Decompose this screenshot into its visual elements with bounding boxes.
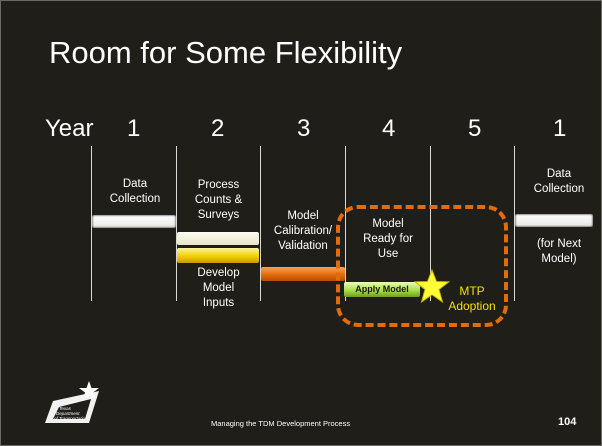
logo-text-1: Texas	[59, 406, 72, 411]
year-1-next: 1	[553, 115, 567, 142]
footer-text: Managing the TDM Development Process	[211, 419, 351, 428]
star-icon	[414, 269, 450, 303]
calibration-bar	[261, 267, 345, 281]
year-2: 2	[211, 115, 225, 142]
txdot-logo: Texas Department of Transportation	[45, 379, 115, 436]
apply-model-bar: Apply Model	[344, 282, 420, 297]
process-counts-label: Process Counts & Surveys	[194, 179, 243, 221]
year-divider	[260, 146, 261, 301]
model-ready-label: Model Ready for Use	[363, 218, 413, 260]
data-collection-label: Data Collection	[109, 178, 161, 205]
flexibility-window	[336, 205, 508, 327]
mtp-adoption-label: MTP Adoption	[448, 284, 496, 313]
year-divider	[91, 146, 92, 301]
year-label: Year	[45, 115, 94, 142]
logo-text-3: of Transportation	[54, 416, 88, 421]
year-4: 4	[382, 115, 396, 142]
process-counts-bar	[177, 232, 259, 245]
calibration-label: Model Calibration/ Validation	[273, 210, 333, 252]
logo-text-2: Department	[56, 411, 80, 416]
develop-inputs-bar	[177, 248, 259, 263]
next-model-label: (for Next Model)	[536, 238, 582, 265]
next-data-collection-bar	[515, 214, 593, 227]
year-1: 1	[127, 115, 141, 142]
year-divider	[430, 146, 431, 301]
year-divider	[176, 146, 177, 301]
develop-inputs-label: Develop Model Inputs	[197, 267, 240, 309]
next-data-collection-label: Data Collection	[533, 168, 585, 195]
slide-title: Room for Some Flexibility	[49, 35, 403, 70]
year-3: 3	[297, 115, 311, 142]
page-number: 104	[558, 416, 577, 428]
year-5: 5	[468, 115, 482, 142]
year-divider	[514, 146, 515, 301]
data-collection-bar	[92, 215, 176, 228]
